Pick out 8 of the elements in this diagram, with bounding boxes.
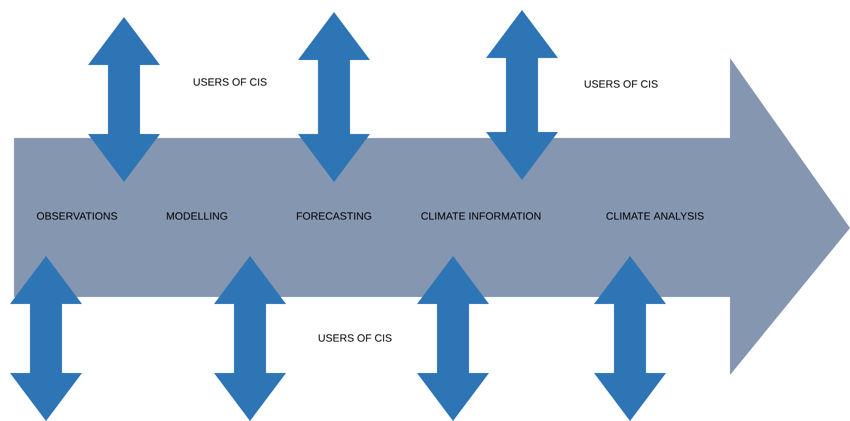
- user-label: USERS OF CIS: [318, 334, 392, 342]
- stage-label: FORECASTING: [296, 212, 372, 220]
- stage-label: OBSERVATIONS: [36, 212, 118, 220]
- stage-label: CLIMATE INFORMATION: [421, 212, 540, 220]
- stage-label: CLIMATE ANALYSIS: [606, 212, 704, 220]
- user-label: USERS OF CIS: [194, 78, 267, 86]
- user-label: USERS OF CIS: [584, 80, 658, 88]
- stage-label: MODELLING: [166, 212, 228, 220]
